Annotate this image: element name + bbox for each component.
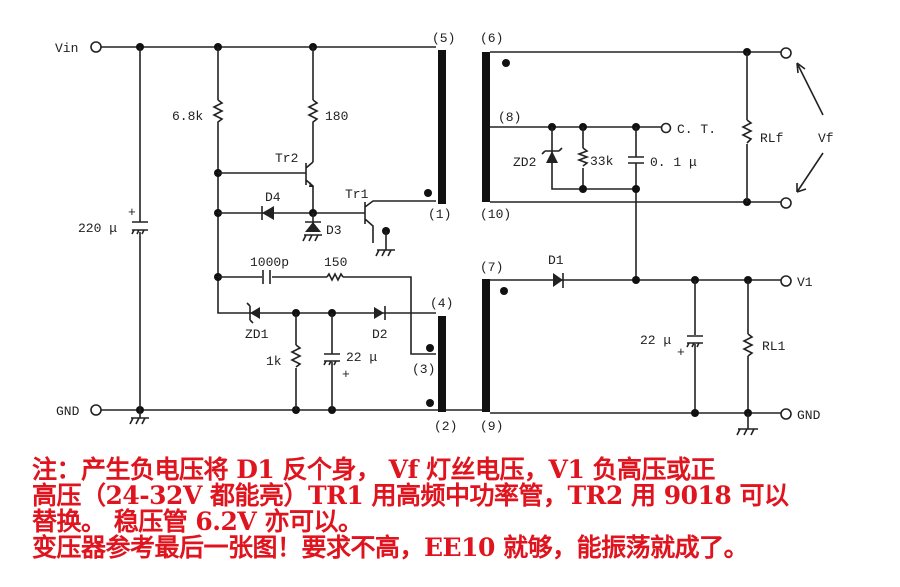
plus-sign: + [128, 205, 136, 220]
transformer-primary-lower [438, 316, 446, 412]
diode-d3-icon [302, 213, 322, 242]
resistor-150-icon [326, 272, 344, 282]
d1-label: D1 [548, 253, 564, 268]
note-line: 注：产生负电压将 D1 反个身， Vf 灯丝电压，V1 负高压或正 [32, 455, 716, 484]
circuit-schematic: Vin GND + 220 μ 6.8k 180 Tr2 D4 [55, 31, 834, 436]
capacitor-0-1u-icon [628, 156, 644, 164]
c-fb-label: 1000p [250, 255, 289, 270]
diode-d2-icon [374, 306, 386, 320]
pin-9-label: (9) [480, 419, 503, 434]
vin-terminal [90, 41, 102, 53]
pin-5-label: (5) [432, 31, 455, 46]
resistor-rlf-icon [741, 119, 753, 144]
pin-6-label: (6) [480, 31, 503, 46]
r-collector-label: 180 [325, 109, 348, 124]
d4-label: D4 [265, 190, 281, 205]
d3-label: D3 [326, 223, 342, 238]
rl1-label: RL1 [762, 339, 786, 354]
c-22-right-label: 22 μ [640, 333, 671, 348]
pin-10-label: (10) [480, 207, 511, 222]
note-line: 替换。 稳压管 6.2V 亦可以。 [32, 507, 363, 536]
rlf-label: RLf [760, 131, 783, 146]
transformer-primary-upper [438, 50, 446, 204]
capacitor-22u-right-icon [686, 335, 703, 348]
resistor-1k-icon [290, 344, 302, 368]
pin-2-label: (2) [434, 419, 457, 434]
pin-1-label: (1) [428, 207, 451, 222]
resistor-180-icon [307, 99, 319, 125]
r-1k-label: 1k [266, 354, 282, 369]
ct-label: C. T. [677, 122, 716, 137]
ground-icon [736, 413, 758, 436]
pin-8-label: (8) [498, 110, 521, 125]
annotation-note: 注：产生负电压将 D1 反个身， Vf 灯丝电压，V1 负高压或正 高压（24-… [32, 457, 892, 561]
diode-d4-icon [261, 206, 274, 220]
resistor-33k-icon [576, 147, 590, 167]
pin-7-label: (7) [480, 260, 503, 275]
gnd-left-label: GND [56, 404, 80, 419]
c-in-label: 220 μ [78, 221, 117, 236]
note-line: 高压（24-32V 都能亮）TR1 用高频中功率管，TR2 用 9018 可以 [32, 481, 789, 510]
vf-top-terminal [780, 47, 792, 59]
zener-zd1-icon [246, 302, 260, 324]
resistor-rl1-icon [742, 333, 754, 357]
plus-sign: + [677, 345, 685, 360]
v1-terminal [780, 275, 792, 287]
vf-bottom-terminal [780, 197, 792, 209]
note-line: 变压器参考最后一张图！要求不高，EE10 就够，能振荡就成了。 [32, 533, 749, 562]
transformer-secondary-upper [482, 52, 490, 202]
plus-sign: + [342, 367, 350, 382]
vf-label: Vf [818, 131, 834, 146]
r-fb-label: 150 [324, 255, 347, 270]
d2-label: D2 [372, 327, 388, 342]
gnd-right-label: GND [797, 408, 821, 423]
capacitor-22u-left-icon [323, 353, 340, 366]
zener-zd2-icon [541, 147, 563, 163]
zd2-label: ZD2 [513, 155, 536, 170]
v1-label: V1 [797, 275, 813, 290]
gnd-left-terminal [90, 404, 102, 416]
resistor-6-8k-icon [212, 99, 224, 125]
pin-4-label: (4) [430, 296, 453, 311]
diode-d1-icon [553, 273, 564, 288]
r-33k-label: 33k [590, 154, 614, 169]
tr2-label: Tr2 [275, 151, 298, 166]
capacitor-220u-icon [131, 221, 148, 235]
transformer-secondary-lower [482, 279, 490, 412]
transistor-tr2-icon [218, 161, 314, 213]
tr1-label: Tr1 [345, 187, 369, 202]
vf-arrows-icon [796, 62, 824, 193]
capacitor-1000p-icon [262, 270, 271, 284]
gnd-right-terminal [780, 408, 792, 420]
zd1-label: ZD1 [245, 327, 269, 342]
ground-icon [129, 410, 149, 425]
vin-label: Vin [55, 41, 78, 56]
pin-3-label: (3) [412, 362, 435, 377]
ct-terminal [660, 122, 672, 134]
transistor-tr1-icon [364, 200, 436, 257]
c-22-left-label: 22 μ [346, 350, 377, 365]
r-bias-label: 6.8k [172, 109, 203, 124]
c-01-label: 0. 1 μ [650, 155, 697, 170]
